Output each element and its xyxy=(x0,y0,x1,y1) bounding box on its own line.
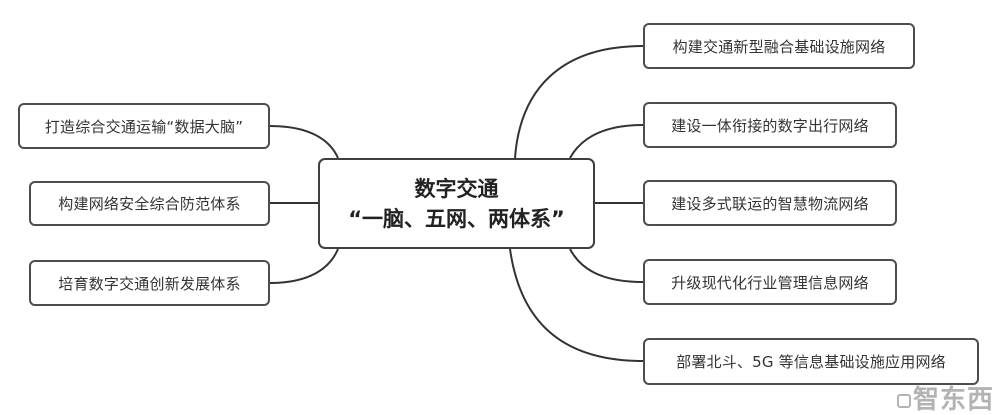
right-topic-label: 建设一体衔接的数字出行网络 xyxy=(671,116,869,135)
connector-right-4 xyxy=(569,248,644,283)
right-topic-label: 升级现代化行业管理信息网络 xyxy=(671,273,869,292)
watermark-logo-icon xyxy=(896,393,911,408)
right-topic-beidou-5g-network[interactable]: 部署北斗、5G 等信息基础设施应用网络 xyxy=(643,338,979,385)
connector-left-3 xyxy=(269,248,339,284)
right-topic-label: 部署北斗、5G 等信息基础设施应用网络 xyxy=(676,353,946,371)
watermark: 智东西 xyxy=(896,387,994,413)
central-topic[interactable]: 数字交通 “一脑、五网、两体系” xyxy=(318,158,595,249)
left-topic-label: 培育数字交通创新发展体系 xyxy=(58,274,241,293)
right-topic-management-network[interactable]: 升级现代化行业管理信息网络 xyxy=(643,259,897,305)
left-topic-label: 构建网络安全综合防范体系 xyxy=(58,195,241,213)
connector-right-5 xyxy=(509,248,644,362)
connector-right-2 xyxy=(569,124,644,159)
left-topic-label: 打造综合交通运输“数据大脑” xyxy=(44,117,244,136)
left-topic-data-brain[interactable]: 打造综合交通运输“数据大脑” xyxy=(18,103,270,149)
central-topic-title: 数字交通 xyxy=(414,176,499,201)
connector-right-1 xyxy=(514,45,644,159)
watermark-text: 智东西 xyxy=(896,387,994,413)
right-topic-label: 建设多式联运的智慧物流网络 xyxy=(671,194,869,213)
right-topic-travel-network[interactable]: 建设一体衔接的数字出行网络 xyxy=(643,102,897,148)
left-topic-innovation-system[interactable]: 培育数字交通创新发展体系 xyxy=(29,260,270,306)
left-topic-network-security[interactable]: 构建网络安全综合防范体系 xyxy=(29,181,270,226)
right-topic-infrastructure-network[interactable]: 构建交通新型融合基础设施网络 xyxy=(643,23,915,69)
connector-left-1 xyxy=(269,125,339,159)
right-topic-label: 构建交通新型融合基础设施网络 xyxy=(672,37,886,56)
central-topic-subtitle: “一脑、五网、两体系” xyxy=(348,206,565,231)
right-topic-logistics-network[interactable]: 建设多式联运的智慧物流网络 xyxy=(643,180,897,226)
